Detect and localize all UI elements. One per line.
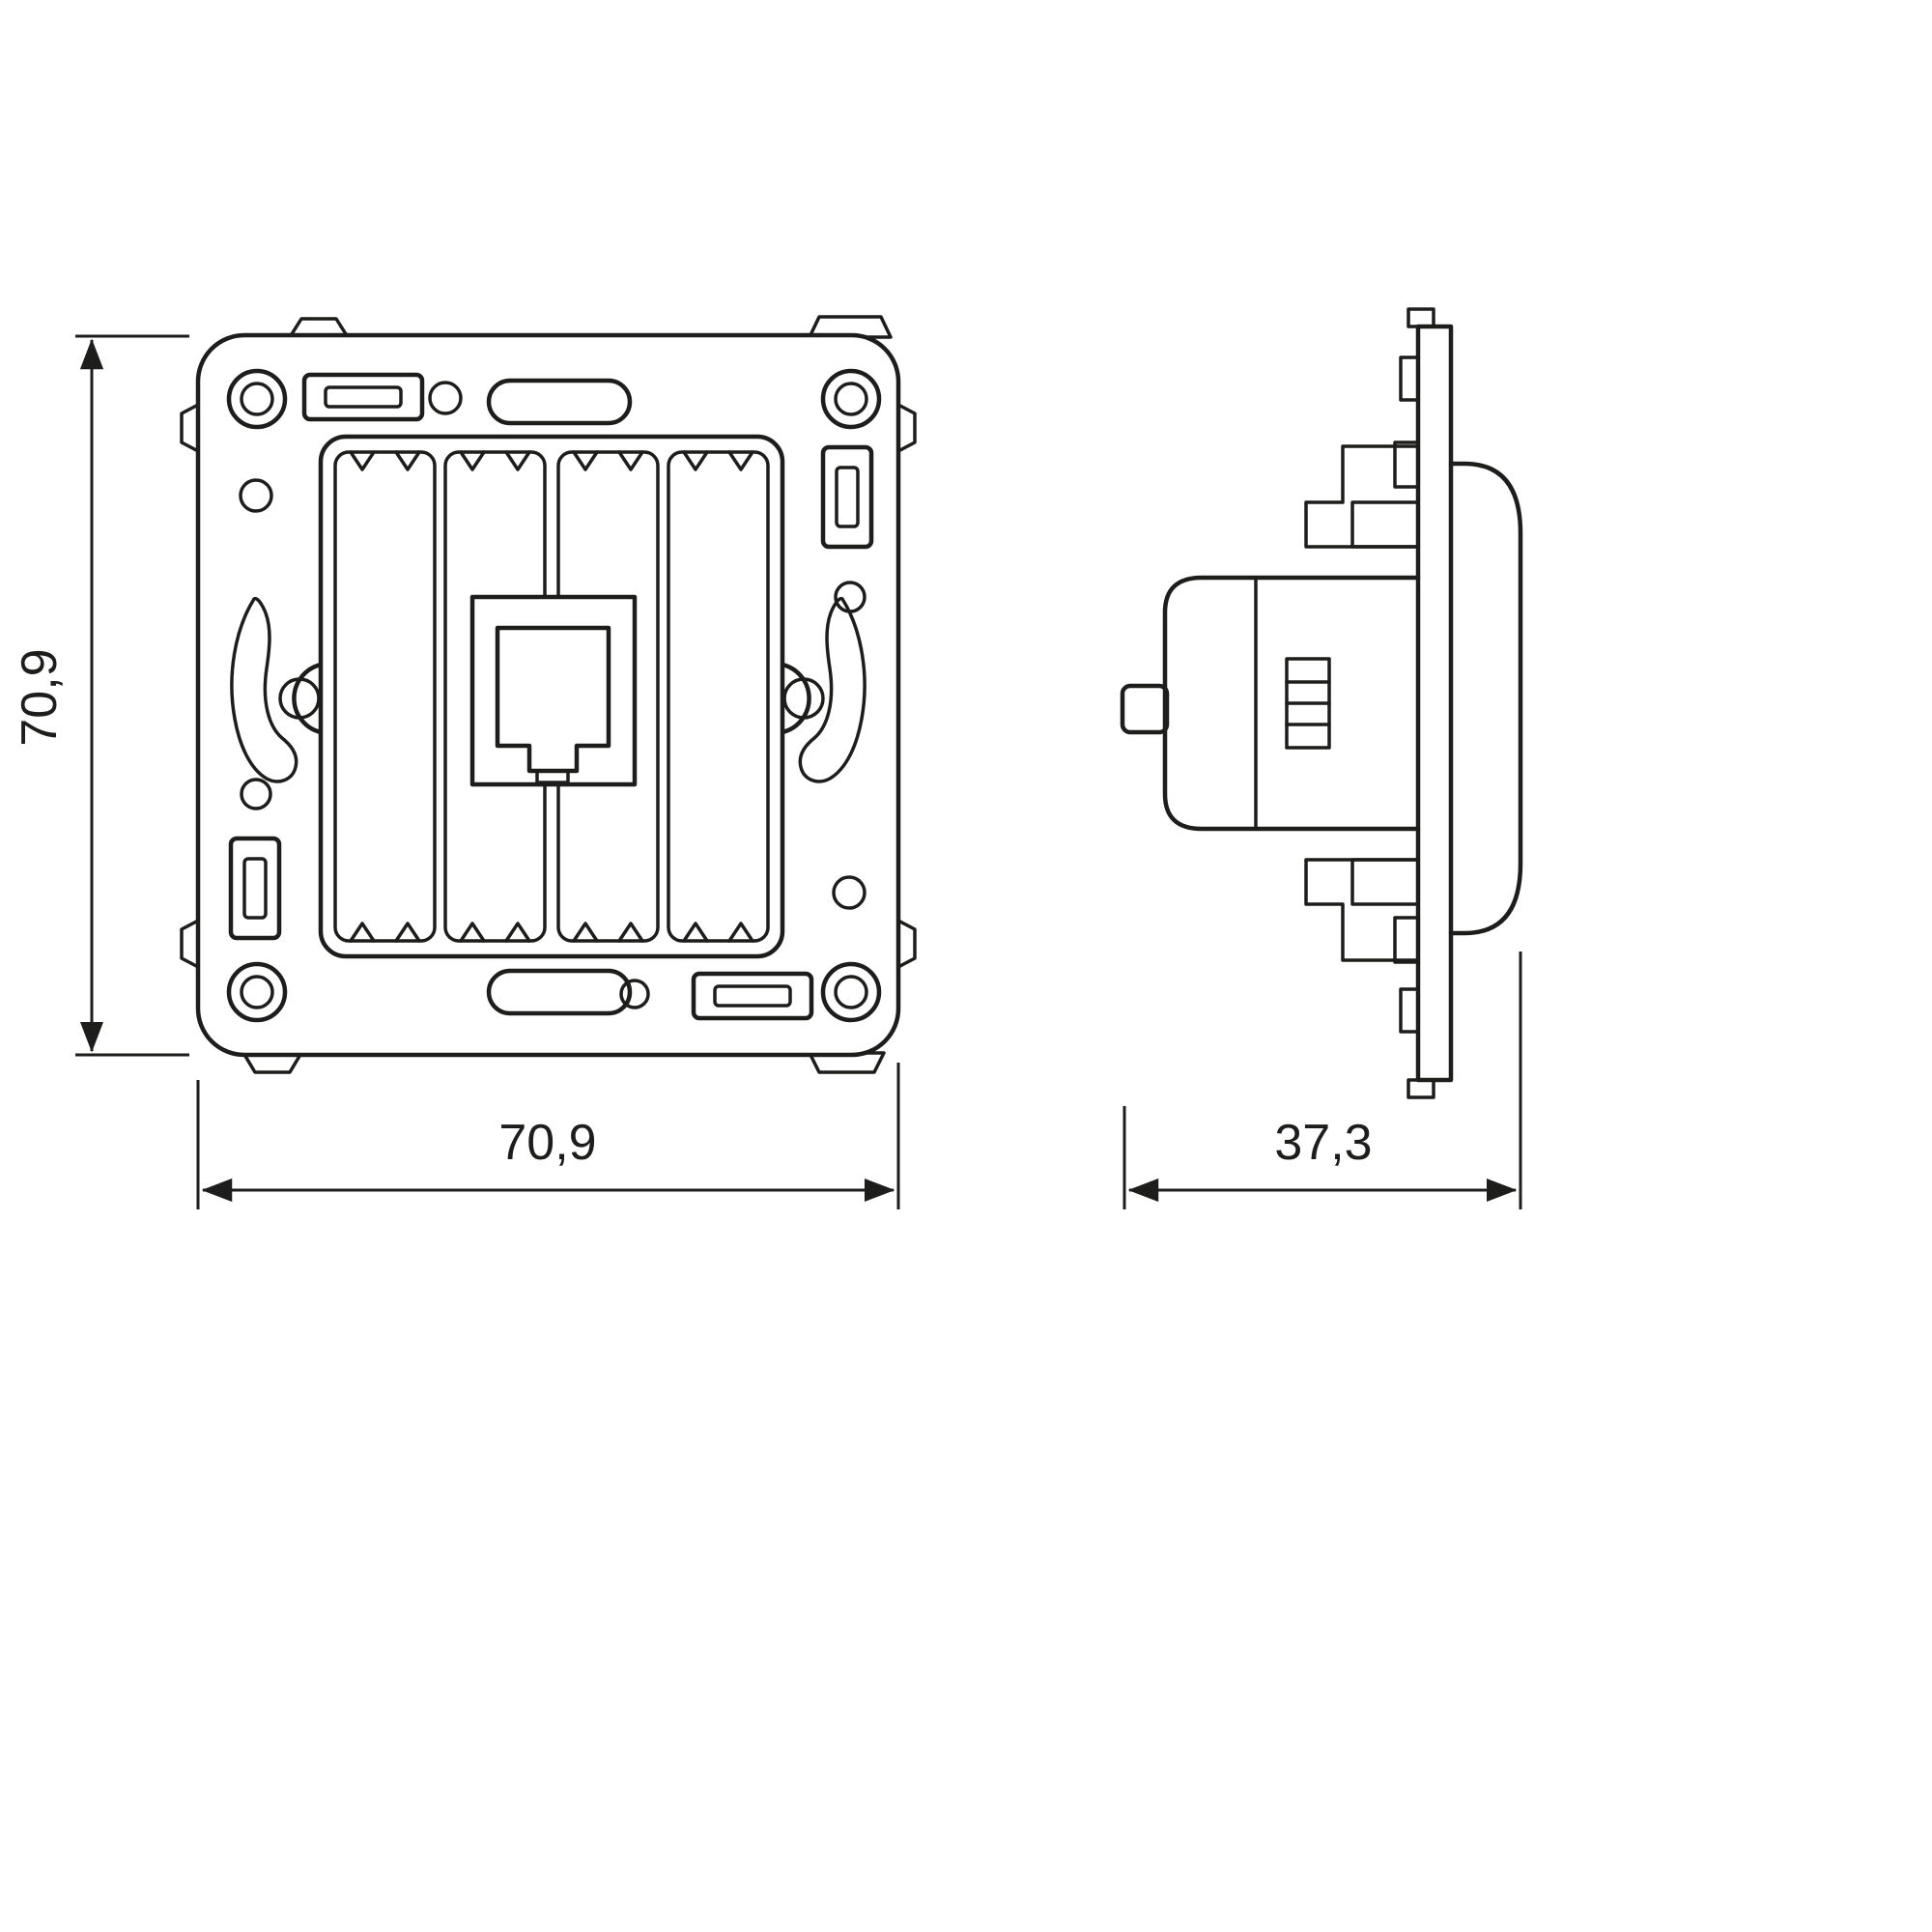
shaft (1120, 683, 1170, 735)
cover-profile (1448, 461, 1523, 936)
oblong-slots (486, 378, 633, 1016)
upper-latch (1304, 444, 1420, 549)
kidney-slot-left (230, 596, 298, 783)
module-strips (333, 450, 770, 943)
corner-screw-holes (226, 368, 882, 1023)
mounting-tabs (180, 315, 917, 1074)
dimension-label-depth: 37,3 (1274, 1115, 1372, 1171)
rj45-jack (469, 594, 638, 787)
rj45-latch (535, 769, 570, 784)
dimension-label-height: 70,9 (12, 648, 68, 746)
front-view (180, 315, 917, 1074)
dimension-height: 70,9 (12, 334, 189, 1057)
side-plate (1393, 307, 1454, 1099)
mechanism-can (1120, 575, 1421, 832)
lower-latch (1304, 858, 1420, 962)
dimension-label-width: 70,9 (498, 1115, 596, 1171)
dimension-depth: 37,3 (1122, 952, 1522, 1209)
dimension-width: 70,9 (196, 1063, 900, 1209)
fixing-slots (228, 372, 874, 1021)
rj45-opening (495, 625, 611, 774)
kidney-slot-right (798, 596, 867, 783)
side-view (1120, 307, 1523, 1099)
